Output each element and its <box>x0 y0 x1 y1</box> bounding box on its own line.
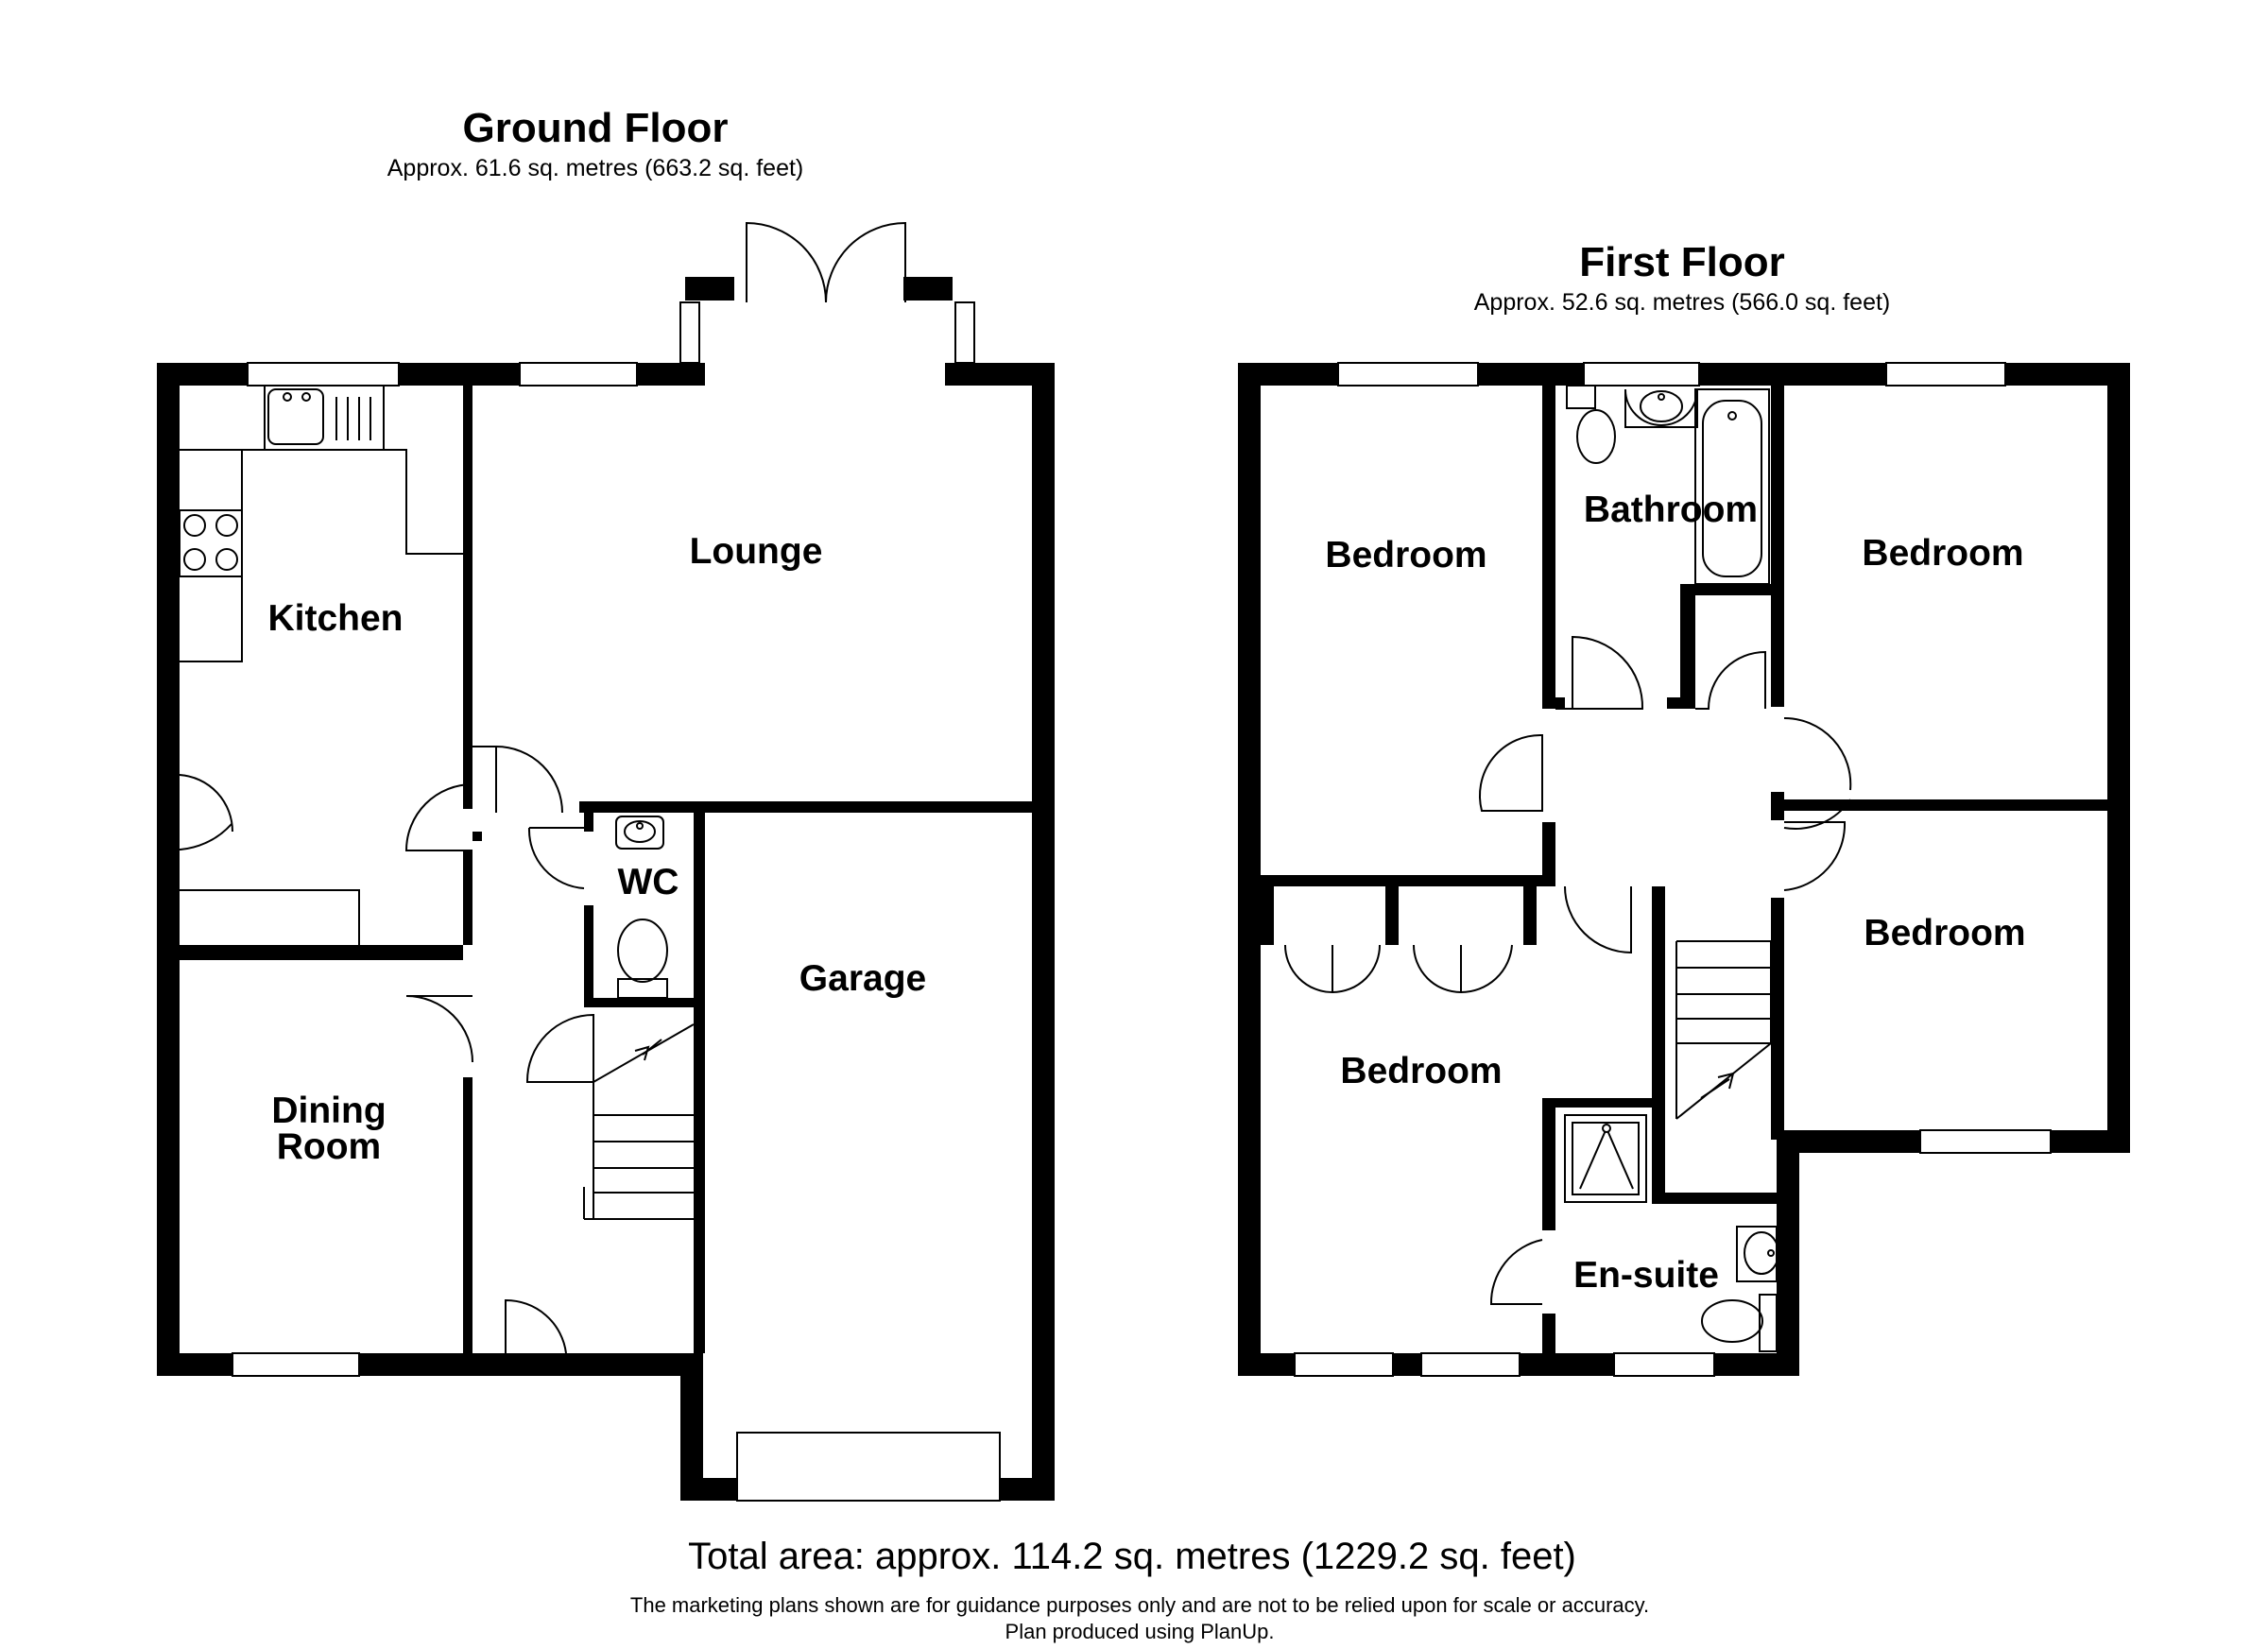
room-label-wc: WC <box>618 862 679 902</box>
room-label-garage: Garage <box>799 958 926 999</box>
room-label-bathroom: Bathroom <box>1584 490 1758 530</box>
room-label-dining-line1: Dining <box>271 1091 386 1131</box>
room-label-dining-line2: Room <box>277 1126 382 1167</box>
room-label-bedroom-mid-right: Bedroom <box>1864 913 2025 953</box>
first-floor-title: First Floor <box>1579 239 1785 285</box>
disclaimer: The marketing plans shown are for guidan… <box>630 1593 1649 1617</box>
plan-credit: Plan produced using PlanUp. <box>1005 1620 1275 1643</box>
first-floor-area: Approx. 52.6 sq. metres (566.0 sq. feet) <box>1474 289 1891 316</box>
room-label-lounge: Lounge <box>690 531 823 572</box>
room-label-bedroom-top-right: Bedroom <box>1862 533 2023 574</box>
ground-floor-area: Approx. 61.6 sq. metres (663.2 sq. feet) <box>387 155 804 181</box>
first-floor-plan <box>1238 362 2130 1377</box>
room-label-kitchen: Kitchen <box>267 598 403 639</box>
room-label-bedroom-top-left: Bedroom <box>1325 535 1486 575</box>
room-label-ensuite: En-suite <box>1573 1255 1719 1296</box>
room-label-bedroom-main: Bedroom <box>1340 1051 1502 1091</box>
total-area: Total area: approx. 114.2 sq. metres (12… <box>688 1536 1576 1577</box>
ground-floor-plan <box>157 221 1055 1502</box>
ground-floor-title: Ground Floor <box>462 105 728 151</box>
